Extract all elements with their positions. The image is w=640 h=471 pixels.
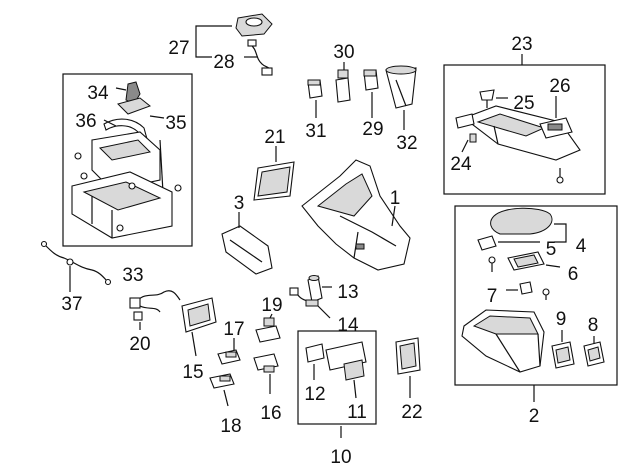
callout-21: 21 bbox=[264, 127, 285, 148]
callout-14: 14 bbox=[337, 315, 359, 336]
part-24-pad bbox=[455, 113, 477, 143]
callout-33: 33 bbox=[122, 265, 143, 286]
leader-14 bbox=[317, 305, 331, 319]
callout-19: 19 bbox=[261, 295, 282, 316]
callout-11: 11 bbox=[347, 402, 367, 423]
callout-36: 36 bbox=[75, 111, 96, 132]
callout-29: 29 bbox=[362, 119, 383, 140]
callout-25: 25 bbox=[513, 93, 534, 114]
leader-34 bbox=[115, 87, 127, 91]
part-11-trim bbox=[325, 341, 367, 381]
callout-15: 15 bbox=[182, 362, 203, 383]
part-7-clip bbox=[519, 281, 550, 300]
leader-19 bbox=[269, 313, 273, 319]
callout-6: 6 bbox=[568, 264, 579, 285]
part-3-side-panel bbox=[221, 225, 273, 275]
part-29-latch bbox=[363, 69, 379, 91]
callout-30: 30 bbox=[333, 42, 354, 63]
leader-1 bbox=[391, 205, 396, 227]
part-13-switch bbox=[289, 275, 323, 307]
part-30-bracket bbox=[335, 69, 351, 103]
callout-35: 35 bbox=[165, 113, 186, 134]
callout-3: 3 bbox=[234, 193, 245, 214]
callout-9: 9 bbox=[556, 309, 567, 330]
part-18-switch bbox=[209, 373, 235, 389]
part-4-armrest-lid bbox=[490, 207, 553, 235]
group-box-2 bbox=[454, 205, 618, 386]
part-22-bracket bbox=[395, 337, 421, 375]
part-17-switch bbox=[217, 349, 241, 365]
part-5-latch bbox=[477, 235, 497, 251]
leader-35 bbox=[149, 115, 165, 119]
callout-28: 28 bbox=[213, 52, 234, 73]
leader-24 bbox=[461, 139, 469, 153]
part-35-shift-bezel bbox=[117, 97, 152, 115]
callout-20: 20 bbox=[129, 334, 150, 355]
callout-labels: 1234567891011121314151617181920212223242… bbox=[61, 34, 598, 468]
part-32-cup-insert bbox=[385, 65, 417, 109]
leader-36 bbox=[103, 119, 117, 127]
part-37-shift-cable bbox=[40, 240, 112, 286]
callout-7: 7 bbox=[487, 286, 498, 307]
leader-4 bbox=[554, 223, 567, 243]
callout-16: 16 bbox=[260, 403, 281, 424]
part-31-clip bbox=[307, 79, 323, 99]
group-box-23 bbox=[443, 64, 606, 195]
callout-5: 5 bbox=[546, 239, 557, 260]
part-21-trim-panel bbox=[253, 161, 295, 201]
leader-15 bbox=[191, 331, 197, 357]
callout-32: 32 bbox=[396, 133, 417, 154]
callout-1: 1 bbox=[390, 188, 401, 209]
part-19-switch bbox=[255, 317, 281, 343]
shifter-mechanism bbox=[71, 131, 182, 239]
callout-31: 31 bbox=[305, 121, 326, 142]
callout-22: 22 bbox=[401, 402, 422, 423]
leader-6 bbox=[545, 264, 561, 268]
callout-26: 26 bbox=[549, 76, 570, 97]
part-1-center-console bbox=[301, 159, 411, 271]
callout-37: 37 bbox=[61, 294, 82, 315]
callout-2: 2 bbox=[529, 406, 540, 427]
part-16-switch bbox=[253, 353, 279, 373]
part-27-shift-trim bbox=[235, 13, 273, 37]
callout-27: 27 bbox=[168, 38, 189, 59]
callout-10: 10 bbox=[330, 447, 351, 468]
callout-34: 34 bbox=[87, 83, 109, 104]
part-8-cover bbox=[583, 341, 605, 367]
callout-12: 12 bbox=[304, 384, 325, 405]
part-23-console-lid bbox=[462, 105, 581, 184]
part-9-vent bbox=[551, 341, 575, 369]
callout-24: 24 bbox=[450, 154, 472, 175]
group-box-10 bbox=[297, 330, 377, 425]
callout-18: 18 bbox=[220, 416, 241, 437]
part-28-wire-harness bbox=[247, 39, 273, 76]
leader-11 bbox=[353, 379, 357, 399]
leader-27b bbox=[195, 48, 212, 58]
part-26-latch-module bbox=[539, 117, 573, 139]
leader-18 bbox=[223, 389, 229, 407]
callout-4: 4 bbox=[576, 236, 587, 257]
callout-13: 13 bbox=[337, 282, 358, 303]
group-box-33 bbox=[62, 73, 193, 247]
callout-8: 8 bbox=[588, 315, 599, 336]
callout-23: 23 bbox=[511, 34, 532, 55]
callout-17: 17 bbox=[223, 319, 244, 340]
part-15-bezel bbox=[181, 297, 217, 333]
part-25-fastener bbox=[479, 89, 495, 108]
leader-27a bbox=[195, 25, 232, 48]
part-20-harness bbox=[129, 290, 181, 321]
part-2-rear-console bbox=[461, 309, 545, 373]
screw-6 bbox=[488, 256, 496, 272]
part-12-insert bbox=[305, 343, 325, 363]
part-6-hinge bbox=[507, 251, 545, 271]
